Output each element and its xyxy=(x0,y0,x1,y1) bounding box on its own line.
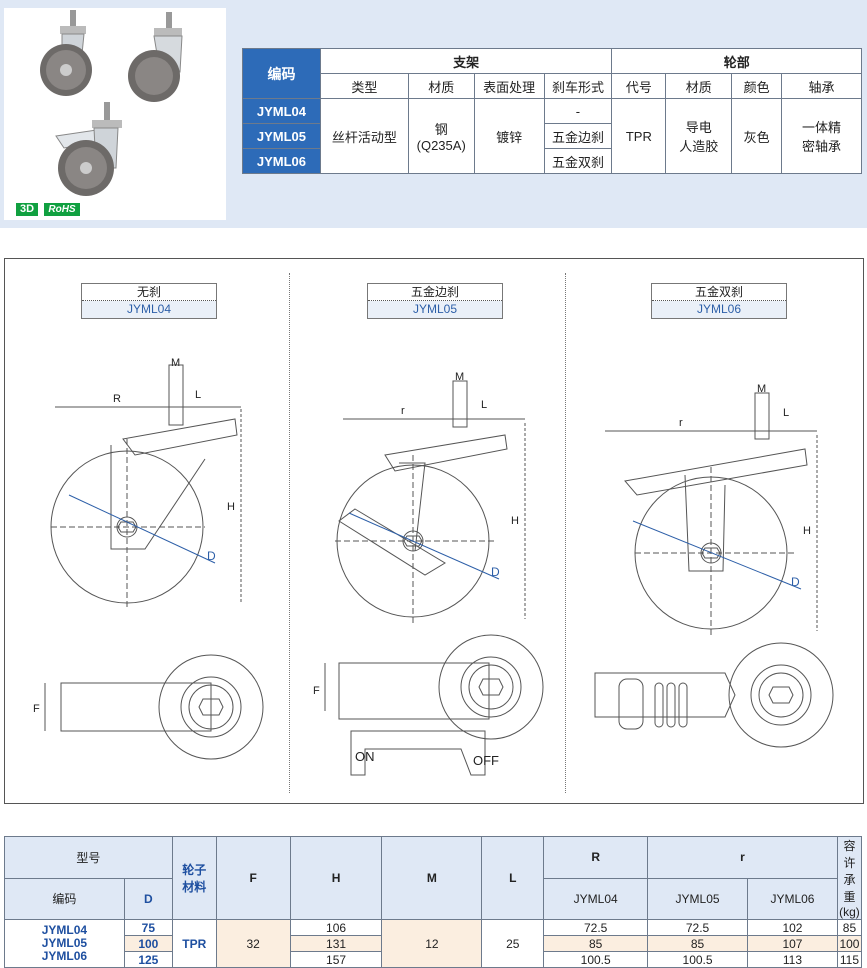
model-header: 型号 xyxy=(4,836,173,879)
r-sub-header: JYML05 xyxy=(647,877,748,920)
spec-code-cell: JYML05 xyxy=(242,123,321,149)
switch-on-label: ON xyxy=(355,749,375,764)
dim-radius-label: r xyxy=(679,417,683,429)
dim-d-label: D xyxy=(207,549,216,563)
spec-bearing-cell: 一体精 密轴承 xyxy=(781,98,862,174)
r2-cell: 107 xyxy=(747,935,838,952)
load-header: 容许承重 (kg) xyxy=(836,836,863,920)
l-header: L xyxy=(481,836,545,920)
wheel-material-cell: TPR xyxy=(171,919,217,968)
d-cell: 100 xyxy=(123,935,173,952)
dim-h-label: H xyxy=(227,501,235,513)
dim-radius-label: R xyxy=(113,393,121,405)
code-header: 编码 xyxy=(4,877,125,920)
spec-subheader: 表面处理 xyxy=(473,73,545,99)
dimension-table: 型号 轮子 材料 F H M L R r 容许承重 (kg) 编码 D JYML… xyxy=(4,836,863,968)
code-item: JYML05 xyxy=(41,936,88,950)
panel-code: JYML04 xyxy=(82,301,216,318)
dim-m-label: M xyxy=(171,357,181,369)
spec-subheader: 轴承 xyxy=(781,73,862,99)
spec-type-cell: 丝杆活动型 xyxy=(319,98,409,174)
spec-wheel-header: 轮部 xyxy=(611,48,862,74)
caster-drawings xyxy=(44,364,834,776)
f-header: F xyxy=(215,836,291,920)
d-cell: 125 xyxy=(123,951,173,968)
panel-code: JYML05 xyxy=(368,301,502,318)
dim-h-label: H xyxy=(511,515,519,527)
h-header: H xyxy=(289,836,383,920)
spec-subheader: 材质 xyxy=(665,73,733,99)
spec-subheader: 代号 xyxy=(611,73,667,99)
panel-label-3: 五金双刹 JYML06 xyxy=(651,283,787,319)
r-header: r xyxy=(647,836,838,879)
product-photos xyxy=(4,8,226,220)
switch-off-label: OFF xyxy=(473,753,499,768)
rohs-badge: RoHS xyxy=(44,203,80,216)
dim-radius-label: r xyxy=(401,405,405,417)
spec-table: 编码 支架 轮部 类型 材质 表面处理 刹车形式 代号 材质 颜色 轴承 JYM… xyxy=(242,48,862,174)
technical-drawing: 无刹 JYML04 五金边刹 JYML05 五金双刹 JYML06 xyxy=(4,258,864,804)
spec-material-cell: 钢 (Q235A) xyxy=(407,98,475,174)
spec-subheader: 材质 xyxy=(407,73,475,99)
dim-h-label: H xyxy=(803,525,811,537)
h-cell: 131 xyxy=(289,935,383,952)
header-panel: 3D RoHS 编码 支架 轮部 类型 材质 表面处理 刹车形式 代号 材质 颜… xyxy=(0,0,867,228)
r1-cell: 85 xyxy=(647,935,748,952)
l-cell: 25 xyxy=(481,919,545,968)
spec-brake-cell: 五金边刹 xyxy=(543,123,613,149)
f-cell: 32 xyxy=(215,919,291,968)
spec-code-cell: JYML06 xyxy=(242,148,321,174)
dim-f-label: F xyxy=(33,703,40,715)
dim-m-label: M xyxy=(455,371,465,383)
panel-code: JYML06 xyxy=(652,301,786,318)
R-sub-header: JYML04 xyxy=(543,877,649,920)
spec-bracket-header: 支架 xyxy=(319,48,613,74)
spec-brake-cell: - xyxy=(543,98,613,124)
spec-wheel-code-cell: TPR xyxy=(611,98,667,174)
dim-d-label: D xyxy=(791,575,800,589)
spec-wheel-material-cell: 导电 人造胶 xyxy=(665,98,733,174)
panel-title: 五金双刹 xyxy=(652,284,786,301)
m-cell: 12 xyxy=(381,919,483,968)
dim-m-label: M xyxy=(757,383,767,395)
spec-subheader: 类型 xyxy=(319,73,409,99)
dim-l-label: L xyxy=(481,399,488,411)
R-cell: 100.5 xyxy=(543,951,649,968)
code-item: JYML06 xyxy=(41,949,88,963)
load-cell: 115 xyxy=(836,951,863,968)
code-list: JYML04 JYML05 JYML06 xyxy=(4,919,125,968)
m-header: M xyxy=(381,836,483,920)
r-sub-header: JYML06 xyxy=(747,877,838,920)
code-item: JYML04 xyxy=(41,923,88,937)
R-header: R xyxy=(543,836,649,879)
h-cell: 157 xyxy=(289,951,383,968)
spec-subheader: 颜色 xyxy=(731,73,783,99)
caster-photo-illustration xyxy=(40,10,183,196)
dim-l-label: L xyxy=(783,407,790,419)
spec-code-cell: JYML04 xyxy=(242,98,321,124)
dim-l-label: L xyxy=(195,389,202,401)
panel-title: 五金边刹 xyxy=(368,284,502,301)
dim-f-label: F xyxy=(313,685,320,697)
dim-d-label: D xyxy=(491,565,500,579)
spec-color-cell: 灰色 xyxy=(731,98,783,174)
spec-code-header: 编码 xyxy=(242,48,321,99)
3d-badge: 3D xyxy=(16,203,38,216)
R-cell: 85 xyxy=(543,935,649,952)
d-header: D xyxy=(123,877,173,920)
r2-cell: 113 xyxy=(747,951,838,968)
panel-title: 无刹 xyxy=(82,284,216,301)
panel-separator xyxy=(289,273,290,793)
spec-surface-cell: 镀锌 xyxy=(473,98,545,174)
load-cell: 100 xyxy=(836,935,863,952)
panel-label-1: 无刹 JYML04 xyxy=(81,283,217,319)
wheel-material-header: 轮子 材料 xyxy=(171,836,217,920)
r1-cell: 100.5 xyxy=(647,951,748,968)
panel-label-2: 五金边刹 JYML05 xyxy=(367,283,503,319)
spec-brake-cell: 五金双刹 xyxy=(543,148,613,174)
spec-subheader: 刹车形式 xyxy=(543,73,613,99)
panel-separator xyxy=(565,273,566,793)
